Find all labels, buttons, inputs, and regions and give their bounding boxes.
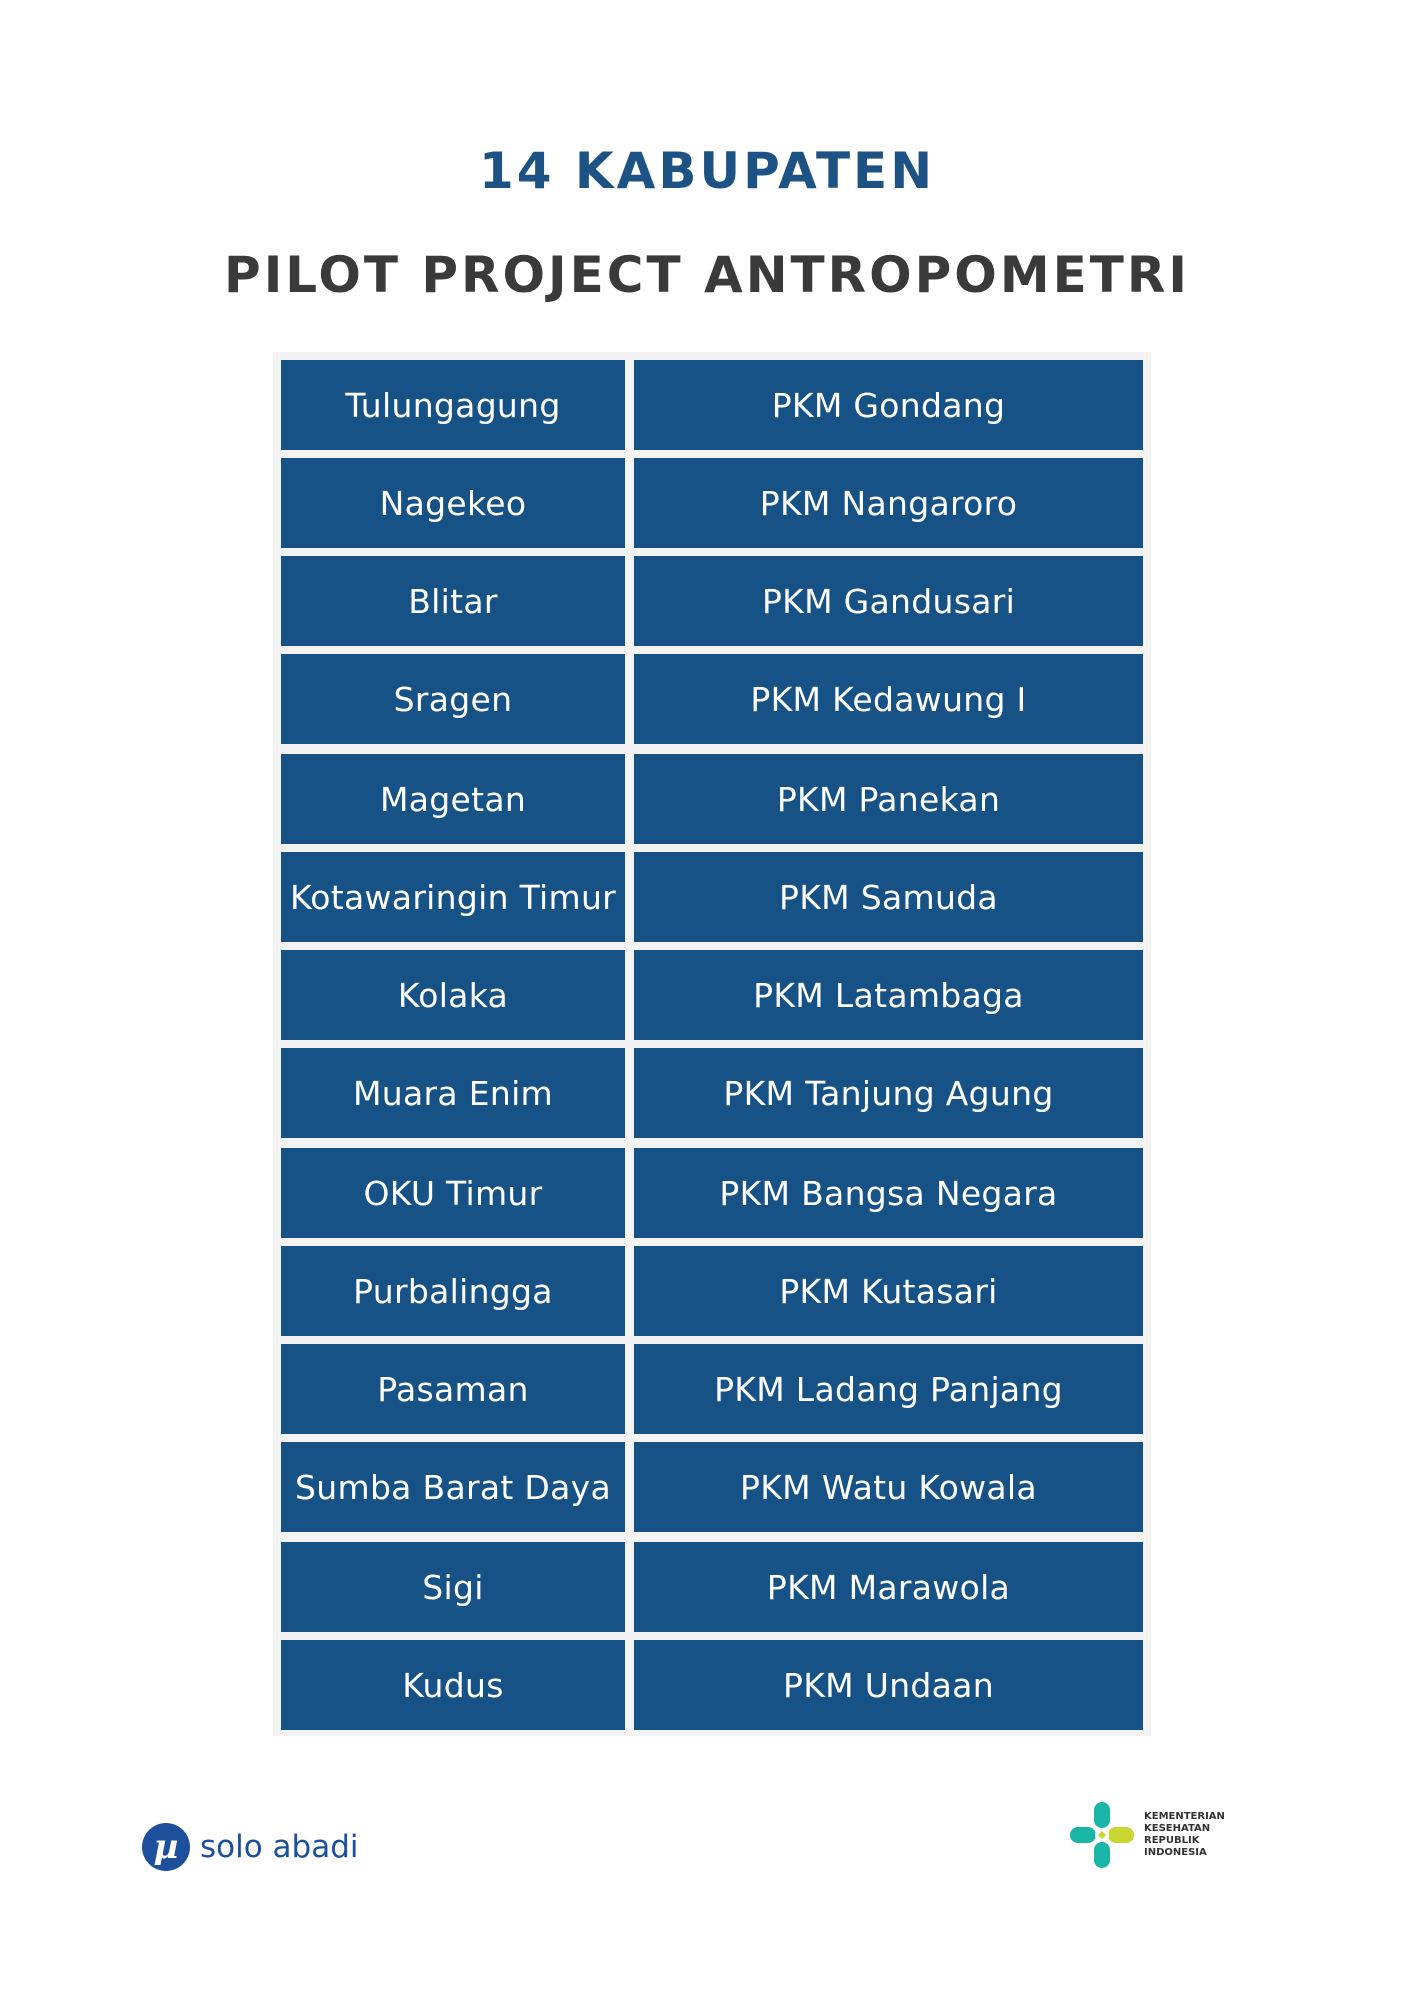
pkm-cell: PKM Watu Kowala: [634, 1442, 1143, 1532]
page-subtitle: PILOT PROJECT ANTROPOMETRI: [224, 246, 1190, 304]
pkm-cell: PKM Tanjung Agung: [634, 1048, 1143, 1138]
pkm-cell: PKM Gandusari: [634, 556, 1143, 646]
pkm-cell: PKM Samuda: [634, 852, 1143, 942]
solo-abadi-logo: µ solo abadi: [142, 1822, 359, 1872]
kemenkes-text-line: INDONESIA: [1144, 1847, 1207, 1858]
kabupaten-cell: Sigi: [281, 1542, 625, 1632]
kabupaten-cell: Kotawaringin Timur: [281, 852, 625, 942]
pkm-cell: PKM Gondang: [634, 360, 1143, 450]
kabupaten-cell: Purbalingga: [281, 1246, 625, 1336]
kabupaten-cell: OKU Timur: [281, 1148, 625, 1238]
pkm-cell: PKM Marawola: [634, 1542, 1143, 1632]
pkm-cell: PKM Undaan: [634, 1640, 1143, 1730]
kemenkes-text-line: KESEHATAN: [1144, 1823, 1211, 1834]
kabupaten-cell: Blitar: [281, 556, 625, 646]
pkm-cell: PKM Kedawung I: [634, 654, 1143, 744]
kabupaten-cell: Sragen: [281, 654, 625, 744]
pkm-cell: PKM Panekan: [634, 754, 1143, 844]
mu-icon: µ: [142, 1823, 190, 1871]
kabupaten-cell: Magetan: [281, 754, 625, 844]
pkm-cell: PKM Kutasari: [634, 1246, 1143, 1336]
pkm-cell: PKM Ladang Panjang: [634, 1344, 1143, 1434]
pkm-cell: PKM Latambaga: [634, 950, 1143, 1040]
pkm-cell: PKM Nangaroro: [634, 458, 1143, 548]
kabupaten-cell: Tulungagung: [281, 360, 625, 450]
page-title: 14 KABUPATEN: [478, 142, 936, 200]
brand-name: solo abadi: [200, 1829, 359, 1865]
kabupaten-cell: Kolaka: [281, 950, 625, 1040]
kemenkes-text-line: REPUBLIK: [1144, 1835, 1200, 1846]
pkm-cell: PKM Bangsa Negara: [634, 1148, 1143, 1238]
kabupaten-cell: Kudus: [281, 1640, 625, 1730]
kabupaten-cell: Muara Enim: [281, 1048, 625, 1138]
kabupaten-cell: Nagekeo: [281, 458, 625, 548]
kemenkes-text-line: KEMENTERIAN: [1144, 1811, 1225, 1822]
kemenkes-icon: [1070, 1802, 1134, 1868]
kabupaten-cell: Sumba Barat Daya: [281, 1442, 625, 1532]
kabupaten-cell: Pasaman: [281, 1344, 625, 1434]
